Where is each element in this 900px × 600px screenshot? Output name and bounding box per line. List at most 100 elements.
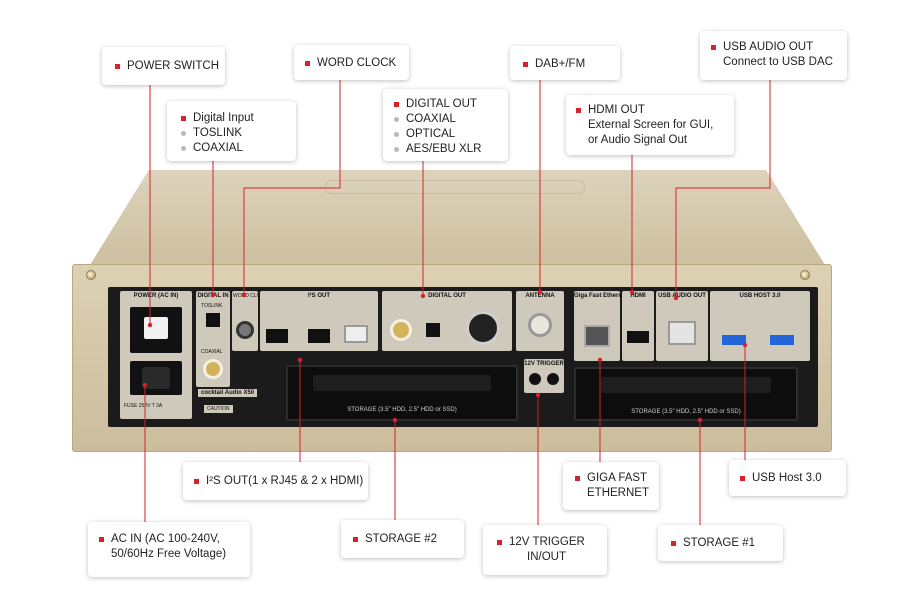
hdmi-out-port: [627, 331, 649, 343]
power-section: POWER (AC IN) FUSE 250V T 3A: [120, 291, 192, 419]
callout-storage-1-text: STORAGE #1: [683, 537, 756, 549]
toslink-in-port: [206, 313, 220, 327]
trigger-out-jack: [529, 373, 541, 385]
callout-dab-fm: DAB+/FM: [510, 46, 620, 80]
bullet-square-icon: [523, 62, 528, 67]
callout-ac-in-line: 50/60Hz Free Voltage): [111, 548, 227, 560]
callout-digital-out-item: OPTICAL: [406, 128, 456, 140]
callout-12v-trigger-line: IN/OUT: [527, 551, 566, 563]
bullet-square-icon: [353, 537, 358, 542]
antenna-label: ANTENNA: [525, 293, 555, 299]
callout-ac-in-line: AC IN (AC 100-240V,: [111, 533, 220, 545]
toslink-in-label: TOSLINK: [201, 303, 223, 309]
bullet-dot-icon: [181, 146, 186, 151]
toslink-out-port: [426, 323, 440, 337]
callout-hdmi-out-line: or Audio Signal Out: [588, 134, 688, 146]
trigger-label: 12V TRIGGER: [524, 361, 564, 367]
storage-bay-1-label: STORAGE (3.5" HDD, 2.5" HDD or SSD): [631, 409, 741, 415]
storage-bay-1: STORAGE (3.5" HDD, 2.5" HDD or SSD): [574, 367, 798, 421]
callout-digital-input: Digital Input TOSLINK COAXIAL: [167, 101, 296, 161]
i2s-section: I²S OUT: [260, 291, 378, 351]
bullet-square-icon: [99, 537, 104, 542]
callout-digital-input-title: Digital Input: [193, 112, 254, 124]
i2s-rj45-port: [344, 325, 368, 343]
connector-panel: POWER (AC IN) FUSE 250V T 3A DIGITAL IN …: [108, 287, 818, 427]
bullet-dot-icon: [394, 117, 399, 122]
callout-12v-trigger: 12V TRIGGER IN/OUT: [483, 525, 607, 575]
ac-inlet: [130, 361, 182, 395]
ethernet-port: [584, 325, 610, 347]
screw-icon: [800, 270, 810, 280]
bullet-square-icon: [711, 45, 716, 50]
callout-giga-ethernet-line: ETHERNET: [587, 487, 649, 499]
callout-usb-audio-out: USB AUDIO OUT Connect to USB DAC: [700, 31, 847, 80]
usb-audio-out-section: USB AUDIO OUT: [656, 291, 708, 361]
callout-word-clock: WORD CLOCK: [294, 45, 409, 80]
usb-host-port-1: [722, 335, 746, 345]
trigger-section: 12V TRIGGER: [524, 359, 564, 393]
engraved-logo: [325, 180, 585, 194]
word-clock-label: WORD CLOCK: [233, 293, 268, 299]
bullet-square-icon: [181, 116, 186, 121]
callout-i2s-out-text: I²S OUT(1 x RJ45 & 2 x HDMI): [206, 475, 364, 487]
callout-storage-1: STORAGE #1: [658, 525, 783, 561]
i2s-hdmi-port-1: [266, 329, 288, 343]
bullet-dot-icon: [394, 147, 399, 152]
callout-usb-host: USB Host 3.0: [729, 460, 846, 496]
bullet-square-icon: [671, 541, 676, 546]
usb-host-section: USB HOST 3.0: [710, 291, 810, 361]
bullet-square-icon: [115, 64, 120, 69]
storage-bay-2: STORAGE (3.5" HDD, 2.5" HDD or SSD): [286, 365, 518, 421]
storage-bay-2-label: STORAGE (3.5" HDD, 2.5" HDD or SSD): [347, 407, 457, 413]
usb-host-label: USB HOST 3.0: [739, 293, 781, 299]
callout-usb-host-text: USB Host 3.0: [752, 472, 822, 484]
callout-12v-trigger-line: 12V TRIGGER: [509, 536, 585, 548]
bullet-square-icon: [497, 540, 502, 545]
bullet-square-icon: [305, 61, 310, 66]
callout-giga-ethernet-line: GIGA FAST: [587, 472, 648, 484]
aes-xlr-port: [466, 311, 500, 345]
coaxial-in-port: [203, 359, 223, 379]
callout-digital-input-item: COAXIAL: [193, 142, 243, 154]
ethernet-section: Giga Fast Ethernet: [574, 291, 627, 361]
callout-digital-out-item: AES/EBU XLR: [406, 143, 482, 155]
callout-i2s-out: I²S OUT(1 x RJ45 & 2 x HDMI): [183, 462, 368, 500]
i2s-label: I²S OUT: [308, 293, 330, 299]
brand-label: cocktail Audio X50: [198, 389, 258, 397]
callout-power-switch: POWER SWITCH: [102, 47, 225, 85]
power-section-label: POWER (AC IN): [133, 293, 179, 299]
callout-digital-out-item: COAXIAL: [406, 113, 456, 125]
coaxial-out-port: [390, 319, 412, 341]
antenna-section: ANTENNA: [516, 291, 564, 351]
callout-word-clock-text: WORD CLOCK: [317, 57, 397, 69]
hdmi-out-section: HDMI: [622, 291, 654, 361]
bullet-dot-icon: [394, 132, 399, 137]
fuse-label: FUSE 250V T 3A: [124, 403, 163, 409]
callout-ac-in: AC IN (AC 100-240V, 50/60Hz Free Voltage…: [88, 522, 250, 577]
bullet-square-icon: [740, 476, 745, 481]
i2s-hdmi-port-2: [308, 329, 330, 343]
callout-digital-out-title: DIGITAL OUT: [406, 98, 477, 110]
digital-out-section: DIGITAL OUT: [382, 291, 512, 351]
screw-icon: [86, 270, 96, 280]
usb-audio-out-label: USB AUDIO OUT: [658, 293, 706, 299]
callout-digital-out: DIGITAL OUT COAXIAL OPTICAL AES/EBU XLR: [383, 89, 508, 161]
bullet-square-icon: [576, 108, 581, 113]
callout-giga-ethernet: GIGA FAST ETHERNET: [563, 462, 659, 510]
bullet-square-icon: [194, 479, 199, 484]
digital-out-label: DIGITAL OUT: [428, 293, 466, 299]
word-clock-bnc: [236, 321, 254, 339]
callout-hdmi-out-title: HDMI OUT: [588, 104, 645, 116]
usb-host-port-2: [770, 335, 794, 345]
trigger-in-jack: [547, 373, 559, 385]
callout-usb-audio-out-title: USB AUDIO OUT: [723, 41, 814, 53]
antenna-port: [528, 313, 552, 337]
usb-audio-out-port: [668, 321, 696, 345]
callout-hdmi-out: HDMI OUT External Screen for GUI, or Aud…: [566, 95, 734, 155]
bullet-square-icon: [575, 476, 580, 481]
bullet-dot-icon: [181, 131, 186, 136]
power-switch: [130, 307, 182, 353]
callout-digital-input-item: TOSLINK: [193, 127, 242, 139]
